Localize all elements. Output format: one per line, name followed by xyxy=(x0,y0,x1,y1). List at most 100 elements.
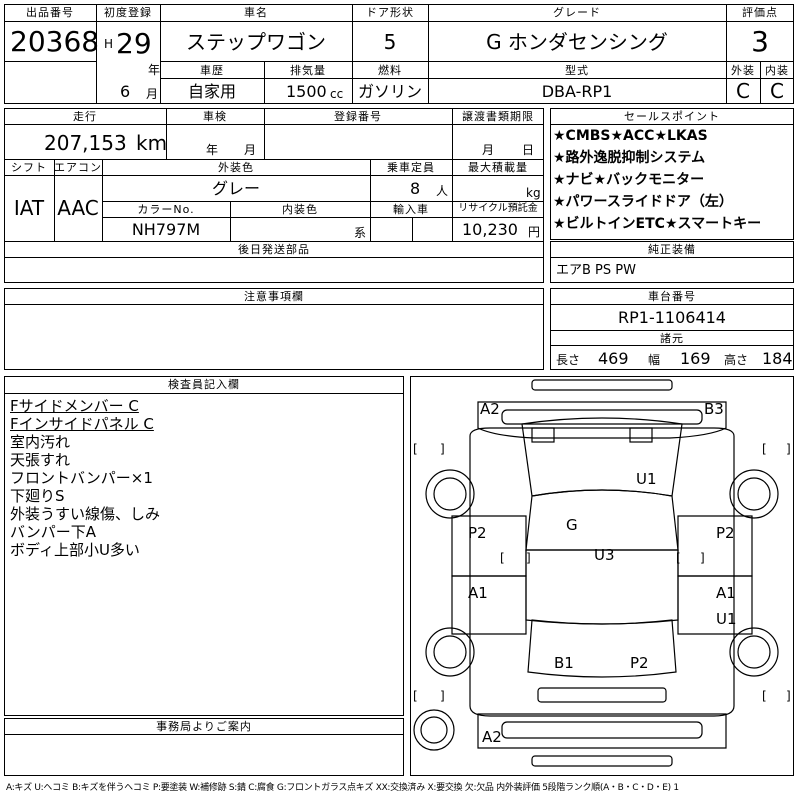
inspector-notes: Fサイドメンバー C Fインサイドパネル C 室内汚れ 天張すれ フロントバンパ… xyxy=(10,397,390,559)
front-left-wheel-inner xyxy=(433,477,467,511)
car-diagram xyxy=(413,379,779,767)
bracket: ] xyxy=(786,689,791,703)
spare-wheel xyxy=(413,709,455,751)
color-no: NH797M xyxy=(131,220,201,239)
damage-label: U3 xyxy=(594,546,615,564)
exterior-grade: C xyxy=(736,79,750,103)
bracket: ] xyxy=(700,551,705,565)
door-label: ドア形状 xyxy=(366,6,414,19)
front-right-wheel xyxy=(729,469,779,519)
bracket: [ xyxy=(762,442,767,456)
damage-label: U1 xyxy=(716,610,737,628)
chassis-number: RP1-1106414 xyxy=(618,308,726,327)
damage-label: G xyxy=(566,516,578,534)
inspector-line: Fサイドメンバー C xyxy=(10,397,139,415)
bracket: ] xyxy=(526,551,531,565)
shift: IAT xyxy=(13,196,45,220)
front-bumper-shape xyxy=(531,379,673,391)
left-headlight xyxy=(531,427,555,443)
office-box xyxy=(4,718,404,776)
legend: A:キズ U:ヘコミ B:キズを伴うヘコミ P:要塗装 W:補修跡 S:錆 C:… xyxy=(6,783,679,793)
body-outline xyxy=(469,427,735,717)
sales-point: ★パワースライドドア（左） xyxy=(553,194,733,210)
height: 184 xyxy=(762,349,793,368)
damage-label: P2 xyxy=(630,654,649,672)
door: 5 xyxy=(383,30,397,54)
spare-wheel-inner xyxy=(420,716,448,744)
right-headlight xyxy=(629,427,653,443)
ac: AAC xyxy=(57,196,99,220)
seats: 8 xyxy=(410,179,421,198)
rear-right-wheel-inner xyxy=(737,635,771,669)
windshield-shape xyxy=(521,417,683,497)
displacement: 1500 xyxy=(286,82,327,101)
first-reg-month: 6 xyxy=(120,82,131,101)
dims-label: 諸元 xyxy=(660,332,684,345)
equipment-box xyxy=(550,241,794,283)
width: 169 xyxy=(680,349,711,368)
exterior-label: 外装 xyxy=(731,64,755,77)
era: H xyxy=(104,37,114,51)
front-outline xyxy=(477,401,727,439)
lot-no: 20368 xyxy=(10,25,100,58)
recycle: 10,230 xyxy=(462,220,518,239)
import-label: 輸入車 xyxy=(393,203,429,216)
left-rear-door xyxy=(451,575,527,635)
month-unit: 月 xyxy=(146,87,159,101)
inspector-line: Fインサイドパネル C xyxy=(10,415,154,433)
sales-points-label: セールスポイント xyxy=(624,110,720,123)
inspector-label: 検査員記入欄 xyxy=(168,378,240,391)
sales-point: ★ビルトインETC★スマートキー xyxy=(553,216,762,232)
score-label: 評価点 xyxy=(742,6,778,19)
bracket: [ xyxy=(413,442,418,456)
sales-points-list: ★CMBS★ACC★LKAS ★路外逸脱抑制システム ★ナビ★バックモニター ★… xyxy=(553,129,793,239)
rear-window xyxy=(527,619,677,678)
first-reg-year: 29 xyxy=(116,27,152,60)
rear-right-wheel xyxy=(729,627,779,677)
left-front-door xyxy=(451,515,527,577)
chassis-label: 車台番号 xyxy=(648,290,696,303)
grade-label: グレード xyxy=(553,6,601,19)
load-label: 最大積載量 xyxy=(468,161,528,174)
color-no-label: カラーNo. xyxy=(137,203,195,216)
later-parts-label: 後日発送部品 xyxy=(238,243,310,256)
inspector-line: 室内汚れ xyxy=(10,433,71,451)
damage-label: P2 xyxy=(468,524,487,542)
inspection-month-unit: 月 xyxy=(244,143,257,157)
bracket: ] xyxy=(440,442,445,456)
car-name: ステップワゴン xyxy=(186,30,326,54)
car-diagram-box xyxy=(410,376,794,776)
displacement-label: 排気量 xyxy=(290,64,326,77)
interior-color-suffix: 系 xyxy=(354,226,367,240)
roof-shape xyxy=(525,489,679,551)
width-label: 幅 xyxy=(648,353,661,367)
model-label: 型式 xyxy=(565,64,589,77)
bracket: [ xyxy=(676,551,681,565)
damage-label: B1 xyxy=(554,654,574,672)
rear-bumper-shape xyxy=(501,721,703,739)
transfer-day-unit: 日 xyxy=(522,143,535,157)
score: 3 xyxy=(751,25,769,58)
rear-outline xyxy=(477,713,727,749)
recycle-label: リサイクル預託金 xyxy=(458,203,538,214)
ac-label: エアコン xyxy=(54,161,102,174)
header-grid xyxy=(4,4,794,104)
inspector-line: バンパー下A xyxy=(10,523,97,541)
load-unit: kg xyxy=(526,186,541,200)
car-name-label: 車名 xyxy=(244,6,268,19)
color-label: 外装色 xyxy=(218,161,254,174)
transfer-label: 譲渡書類期限 xyxy=(462,110,534,123)
inspector-line: 下廻りS xyxy=(10,487,65,505)
damage-label: U1 xyxy=(636,470,657,488)
lot-no-label: 出品番号 xyxy=(26,6,74,19)
damage-label: A1 xyxy=(468,584,488,602)
model: DBA-RP1 xyxy=(541,82,613,101)
damage-label: P2 xyxy=(716,524,735,542)
inspector-line: ボディ上部小U多い xyxy=(10,541,140,559)
damage-label: A2 xyxy=(482,728,502,746)
length: 469 xyxy=(598,349,629,368)
front-left-wheel xyxy=(425,469,475,519)
bracket: ] xyxy=(440,689,445,703)
mileage-label: 走行 xyxy=(73,110,97,123)
rear-left-wheel xyxy=(425,627,475,677)
